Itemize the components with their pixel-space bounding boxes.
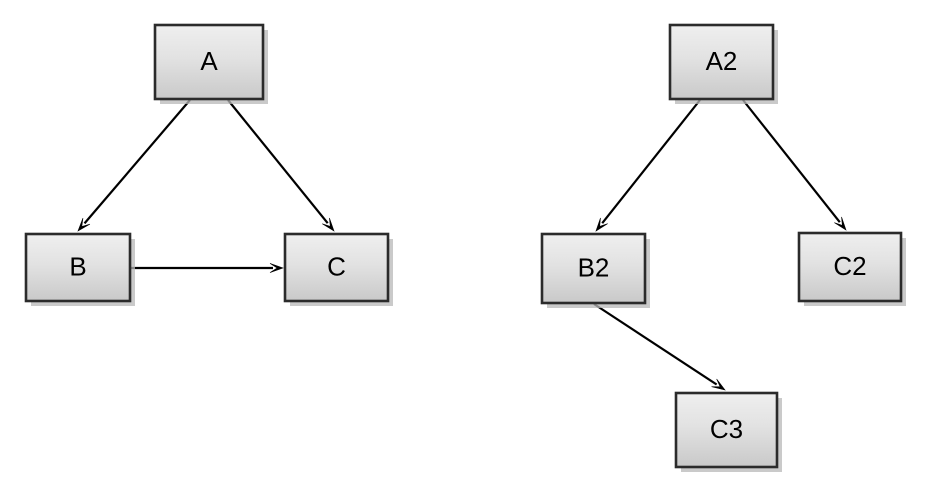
node-b[interactable]: B <box>24 232 135 306</box>
arrowhead-icon-a-c <box>322 217 335 232</box>
arrowhead-icon-a2-b2 <box>595 217 608 232</box>
node-label-a: A <box>200 46 218 76</box>
node-box-c[interactable] <box>283 232 390 303</box>
arrowhead-icon-b-c <box>269 263 284 273</box>
node-box-b2[interactable] <box>540 232 647 305</box>
arrowhead-icon-b2-c3 <box>711 378 726 391</box>
node-a2[interactable]: A2 <box>668 23 778 104</box>
node-c3[interactable]: C3 <box>674 391 782 472</box>
node-box-b[interactable] <box>24 232 132 303</box>
edge-a2-c2[interactable] <box>742 99 841 223</box>
node-label-b2: B2 <box>578 252 610 282</box>
edge-a2-b2[interactable] <box>601 99 701 224</box>
edge-b2-c3[interactable] <box>593 303 718 386</box>
node-box-a[interactable] <box>153 23 265 101</box>
node-label-b: B <box>69 251 86 281</box>
node-b2[interactable]: B2 <box>540 232 650 308</box>
edges-layer <box>77 99 847 391</box>
node-c[interactable]: C <box>283 232 393 306</box>
edge-a-c[interactable] <box>227 99 329 224</box>
node-label-c2: C2 <box>833 251 866 281</box>
node-a[interactable]: A <box>153 23 268 104</box>
node-box-c2[interactable] <box>797 231 903 303</box>
node-label-c3: C3 <box>710 414 743 444</box>
edge-a-b[interactable] <box>83 99 191 225</box>
arrowhead-icon-a-b <box>77 218 91 232</box>
node-box-c3[interactable] <box>674 391 779 469</box>
node-label-a2: A2 <box>706 46 738 76</box>
node-box-a2[interactable] <box>668 23 775 101</box>
node-c2[interactable]: C2 <box>797 231 906 306</box>
node-label-c: C <box>327 251 346 281</box>
arrowhead-icon-a2-c2 <box>834 216 847 231</box>
